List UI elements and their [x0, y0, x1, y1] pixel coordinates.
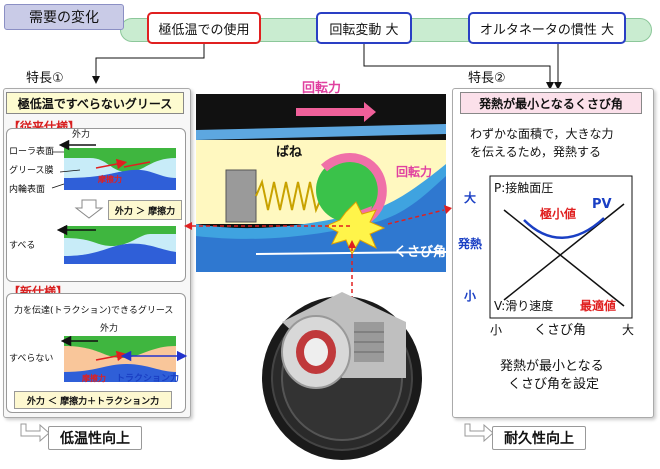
- mechanism-illustration: [196, 102, 447, 272]
- condition-low-temp: 極低温での使用: [147, 12, 261, 44]
- feature2-conclusion: 耐久性向上: [492, 426, 586, 450]
- old-friction-label: 摩擦力: [98, 175, 122, 184]
- x-axis-label: くさび角: [534, 323, 587, 338]
- new-friction-label: 摩擦力: [82, 374, 106, 383]
- feature1-label: 特長①: [26, 71, 64, 86]
- y-low-label: 小: [464, 289, 477, 303]
- new-result-label: すべらない: [9, 354, 54, 364]
- result-arrow-icon: [20, 423, 50, 443]
- demand-title: 需要の変化: [4, 4, 124, 30]
- v-curve-label: V:滑り速度: [494, 299, 554, 313]
- old-spec-illustration: [51, 139, 176, 264]
- x-low-label: 小: [490, 323, 503, 337]
- roller-surface-label: ローラ表面: [9, 147, 55, 157]
- old-external-force-label: 外力: [72, 130, 91, 140]
- y-high-label: 大: [464, 191, 477, 205]
- feature1-title: 極低温ですべらないグリース: [6, 92, 184, 114]
- y-axis-label: 発熱: [458, 237, 483, 251]
- old-comparison: 外力 ＞ 摩擦力: [108, 200, 182, 220]
- spring-label: ばね: [276, 145, 303, 160]
- condition-inertia: オルタネータの慣性 大: [468, 12, 626, 44]
- feature1-conclusion: 低温性向上: [48, 426, 142, 450]
- feature2-title: 発熱が最小となるくさび角: [460, 92, 642, 114]
- optimal-value-label: 最適値: [580, 299, 617, 313]
- feature2-description-2: を伝えるため，発熱する: [470, 145, 602, 159]
- min-value-label: 極小値: [540, 207, 577, 221]
- feature2-summary-1: 発熱が最小となる: [500, 359, 604, 374]
- new-comparison: 外力 ＜ 摩擦力＋トラクション力: [14, 391, 172, 409]
- condition-rotation: 回転変動 大: [316, 12, 412, 44]
- old-result-label: すべる: [9, 241, 36, 251]
- result-arrow-icon: [464, 423, 494, 443]
- inner-surface-label: 内輪表面: [9, 185, 46, 195]
- feature2-summary-2: くさび角を設定: [508, 377, 600, 392]
- p-curve-label: P:接触面圧: [494, 181, 554, 195]
- new-spec-description: 力を伝達(トラクション)できるグリース: [14, 306, 174, 316]
- pv-curve-label: PV: [592, 197, 612, 212]
- new-external-force-label: 外力: [100, 324, 119, 334]
- mechanism-diagram: [196, 94, 447, 272]
- wedge-angle-label: くさび角: [394, 245, 447, 260]
- pulley-illustration: [262, 292, 422, 460]
- traction-label: トラクション力: [116, 374, 180, 384]
- rotation-right-label: 回転力: [396, 165, 433, 179]
- x-high-label: 大: [622, 323, 635, 337]
- feature2-label: 特長②: [468, 71, 506, 86]
- rotation-top-label: 回転力: [302, 81, 342, 96]
- feature2-description-1: わずかな面積で，大きな力: [470, 127, 614, 141]
- grease-film-label: グリース膜: [9, 166, 54, 176]
- new-spec-illustration: [60, 335, 188, 382]
